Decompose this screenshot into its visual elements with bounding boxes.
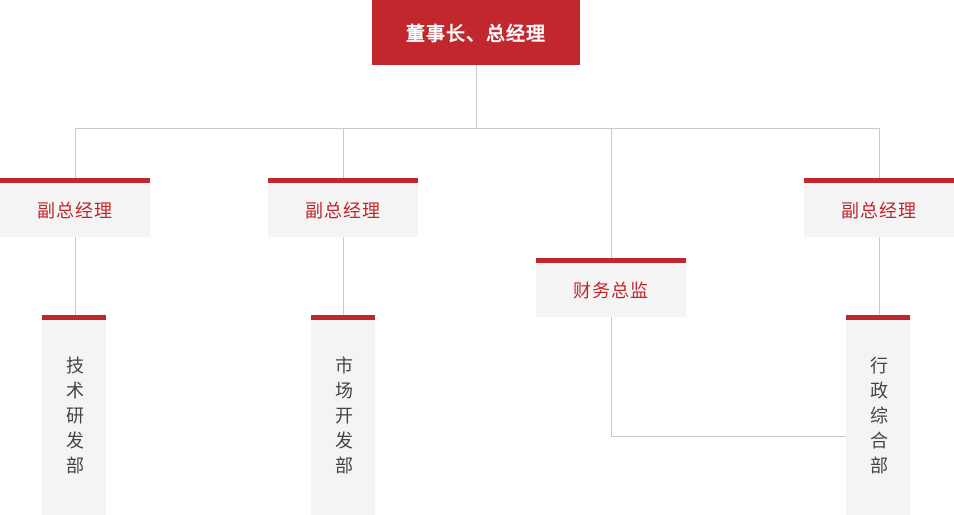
node-chairman-general-manager-label: 董事长、总经理 bbox=[405, 24, 546, 45]
node-finance-director[interactable]: 财务总监 bbox=[536, 258, 686, 317]
connector-vgm1-to-rnd bbox=[75, 237, 76, 315]
connector-drop-vgm-2 bbox=[343, 128, 344, 178]
node-finance-director-label: 财务总监 bbox=[573, 281, 649, 301]
connector-root-stem bbox=[476, 65, 477, 128]
node-department-admin[interactable]: 行政综合部 bbox=[846, 315, 910, 515]
node-chairman-general-manager[interactable]: 董事长、总经理 bbox=[372, 0, 580, 65]
node-department-rnd-label: 技术研发部 bbox=[64, 356, 84, 481]
connector-cfo-elbow-vertical bbox=[611, 317, 612, 436]
node-vice-general-manager-2[interactable]: 副总经理 bbox=[268, 178, 418, 237]
connector-cfo-elbow-horizontal bbox=[611, 436, 879, 437]
connector-drop-cfo bbox=[611, 128, 612, 258]
node-department-market-label: 市场开发部 bbox=[333, 356, 353, 481]
node-vice-general-manager-1-label: 副总经理 bbox=[37, 201, 113, 221]
connector-vgm3-to-admin bbox=[879, 237, 880, 315]
connector-vgm2-to-market bbox=[343, 237, 344, 315]
connector-drop-vgm-3 bbox=[879, 128, 880, 178]
connector-drop-vgm-1 bbox=[75, 128, 76, 178]
node-vice-general-manager-3-label: 副总经理 bbox=[841, 201, 917, 221]
node-department-admin-label: 行政综合部 bbox=[868, 356, 888, 481]
node-department-rnd[interactable]: 技术研发部 bbox=[42, 315, 106, 515]
node-vice-general-manager-2-label: 副总经理 bbox=[305, 201, 381, 221]
node-vice-general-manager-3[interactable]: 副总经理 bbox=[804, 178, 954, 237]
connector-manager-bus bbox=[75, 128, 880, 129]
node-department-market[interactable]: 市场开发部 bbox=[311, 315, 375, 515]
node-vice-general-manager-1[interactable]: 副总经理 bbox=[0, 178, 150, 237]
